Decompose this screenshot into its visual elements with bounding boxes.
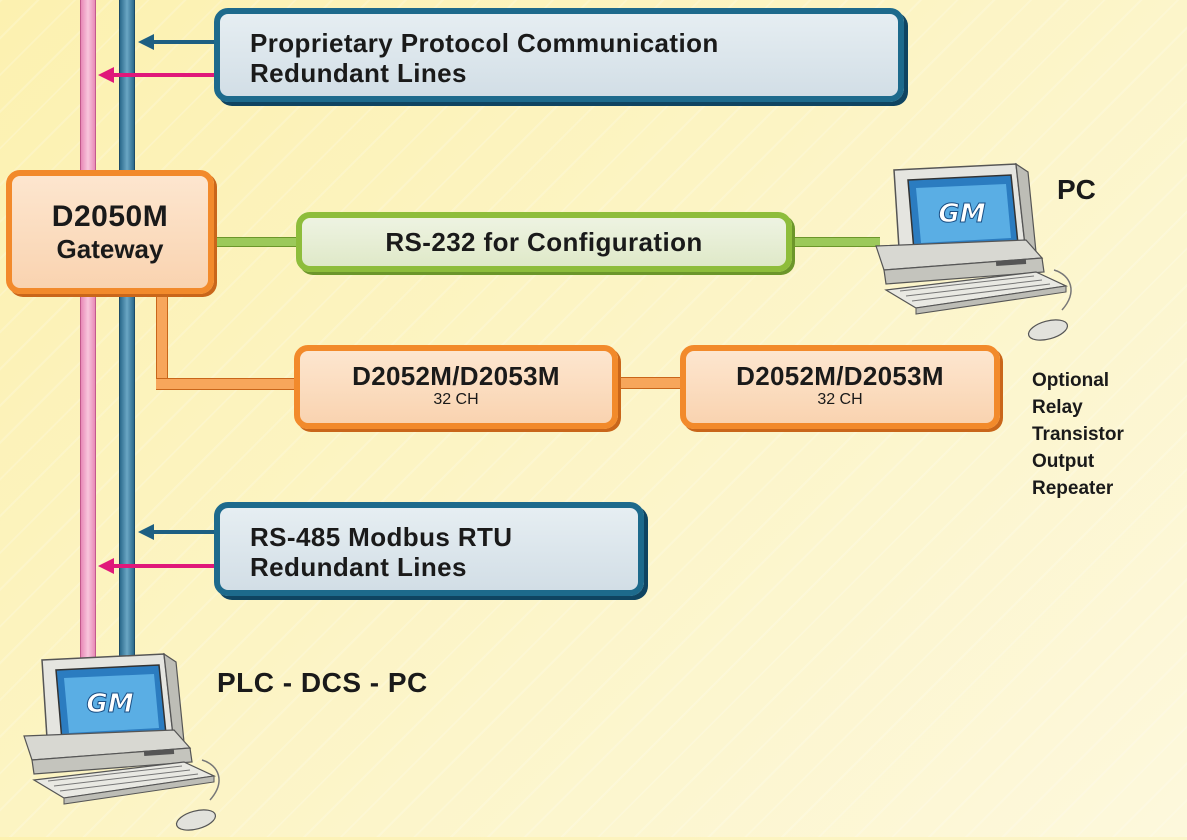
- arrow-blue-bottom: [138, 524, 216, 540]
- pc-label: PC: [1057, 174, 1096, 205]
- modbus-line-1: RS-485 Modbus RTU: [250, 522, 513, 552]
- module-2-channels: 32 CH: [817, 391, 863, 408]
- arrow-pink-top: [98, 67, 216, 83]
- optional-item: Relay: [1032, 397, 1083, 418]
- module-1-model: D2052M/D2053M: [352, 361, 560, 391]
- gateway-model: D2050M: [51, 200, 169, 233]
- optional-list: Optional Relay Transistor Output Repeate…: [1032, 367, 1124, 502]
- pc-logo: GM: [938, 199, 985, 229]
- module-box-1: D2052M/D2053M 32 CH: [294, 345, 618, 429]
- modbus-line-2: Redundant Lines: [250, 552, 467, 582]
- gateway-box: D2050M Gateway: [6, 170, 214, 294]
- plc-logo: GM: [86, 689, 133, 719]
- optional-item: Repeater: [1032, 478, 1114, 499]
- gateway-down-wire: [156, 290, 168, 386]
- plc-dcs-pc-label: PLC - DCS - PC: [217, 667, 428, 698]
- arrow-blue-top: [138, 34, 216, 50]
- gateway-to-module-wire: [156, 378, 302, 390]
- blue-bus-line: [119, 0, 135, 660]
- gateway-name: Gateway: [56, 234, 164, 264]
- panel-line-1: Proprietary Protocol Communication: [250, 28, 719, 58]
- pink-bus-line: [80, 0, 96, 660]
- module-link-wire: [614, 377, 686, 389]
- rs232-wire-right: [785, 237, 880, 247]
- module-1-channels: 32 CH: [433, 391, 479, 408]
- optional-item: Optional: [1032, 370, 1110, 391]
- modbus-panel: RS-485 Modbus RTU Redundant Lines: [214, 502, 644, 596]
- rs232-label: RS-232 for Configuration: [385, 226, 703, 257]
- rs232-panel: RS-232 for Configuration: [296, 212, 792, 272]
- module-box-2: D2052M/D2053M 32 CH: [680, 345, 1000, 429]
- module-2-model: D2052M/D2053M: [736, 361, 944, 391]
- pc-computer-icon: GM: [875, 162, 1072, 341]
- panel-line-2: Redundant Lines: [250, 58, 467, 88]
- plc-computer-icon: GM: [23, 652, 220, 831]
- proprietary-protocol-panel: Proprietary Protocol Communication Redun…: [214, 8, 904, 102]
- optional-item: Transistor: [1032, 424, 1124, 445]
- rs232-wire-left: [208, 237, 298, 247]
- arrow-pink-bottom: [98, 558, 216, 574]
- optional-item: Output: [1032, 451, 1095, 472]
